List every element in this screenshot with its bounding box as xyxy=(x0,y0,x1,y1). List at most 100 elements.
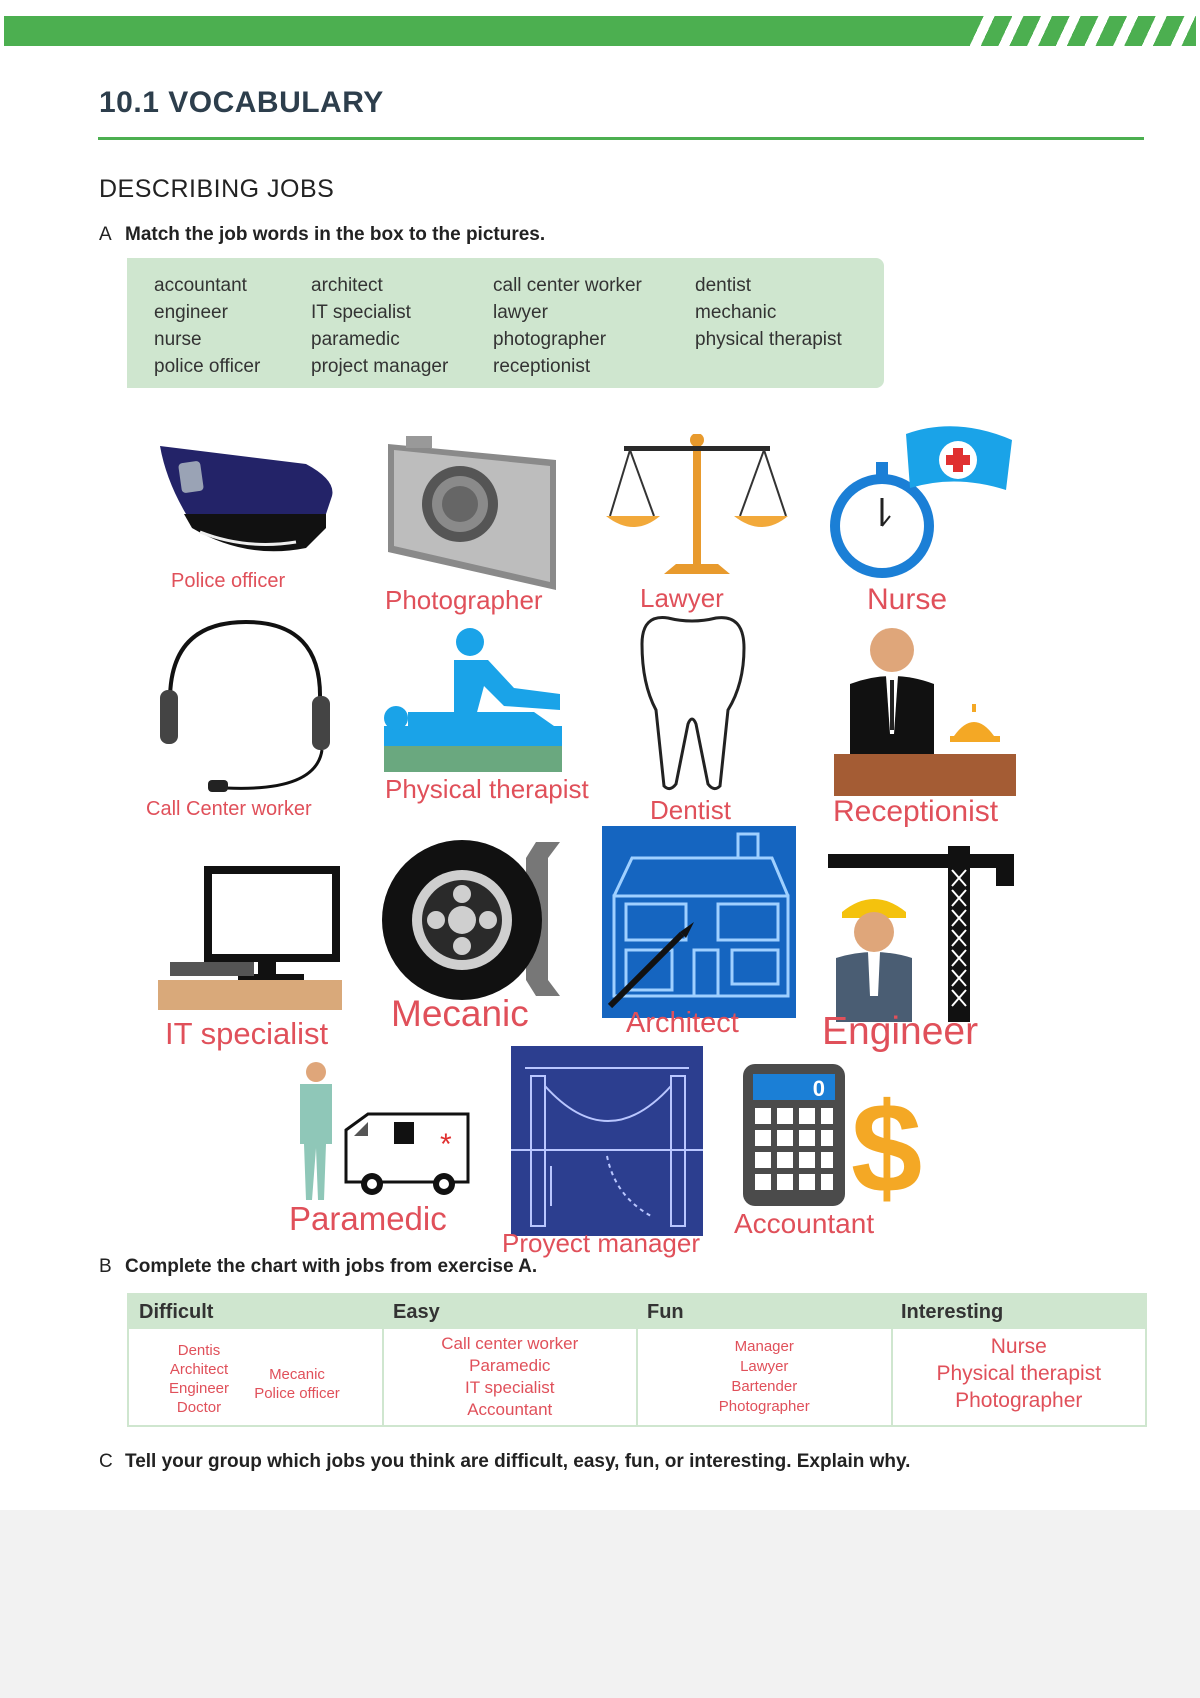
word-item: paramedic xyxy=(311,329,400,350)
word-item: mechanic xyxy=(695,302,777,323)
interesting-list: Nurse Physical therapist Photographer xyxy=(893,1329,1146,1414)
chart-header-fun: Fun xyxy=(647,1301,684,1323)
title-divider xyxy=(98,137,1144,140)
exercise-letter: C xyxy=(99,1451,113,1472)
word-item: engineer xyxy=(154,302,228,323)
police-cap-icon xyxy=(160,446,333,552)
engineer-crane-icon xyxy=(828,846,1014,1022)
answer-item: Doctor xyxy=(176,1399,222,1416)
word-item: physical therapist xyxy=(695,329,842,350)
word-item: accountant xyxy=(154,275,247,296)
difficult-list-left: Dentis Architect Engineer Doctor xyxy=(159,1341,239,1417)
word-item: call center worker xyxy=(493,275,642,296)
difficult-cell: Dentis Architect Engineer Doctor Mecanic… xyxy=(129,1329,384,1425)
answer-item: Engineer xyxy=(168,1380,230,1397)
answer-label: Engineer xyxy=(822,1010,979,1053)
answer-label: Architect xyxy=(626,1007,739,1039)
fun-list: Manager Lawyer Bartender Photographer xyxy=(638,1329,891,1417)
answer-label: Accountant xyxy=(734,1208,875,1239)
answer-item: Call center worker xyxy=(441,1334,579,1353)
exercise-b-instruction: B Complete the chart with jobs from exerc… xyxy=(99,1256,537,1278)
calculator-display: 0 xyxy=(813,1076,825,1101)
chart-header-easy: Easy xyxy=(393,1301,440,1323)
answer-label: Mecanic xyxy=(391,993,529,1034)
word-item: receptionist xyxy=(493,356,591,377)
answer-item: Photographer xyxy=(718,1398,810,1415)
answer-label: Lawyer xyxy=(640,583,724,613)
interesting-cell: Nurse Physical therapist Photographer xyxy=(893,1329,1146,1425)
answer-label: Physical therapist xyxy=(385,774,589,804)
answer-label: Police officer xyxy=(171,570,286,592)
answer-item: Mecanic xyxy=(269,1366,325,1383)
answer-label: Receptionist xyxy=(833,795,999,828)
camera-icon xyxy=(388,436,556,590)
header-bar xyxy=(4,16,1196,46)
word-item: architect xyxy=(311,275,383,296)
answer-item: Accountant xyxy=(467,1400,553,1419)
receptionist-icon xyxy=(834,628,1016,796)
answer-item: Lawyer xyxy=(740,1358,789,1375)
answer-item: Architect xyxy=(169,1361,229,1378)
tire-wrench-icon xyxy=(382,840,560,1000)
word-item: IT specialist xyxy=(311,302,411,323)
chart-header-row: Difficult Easy Fun Interesting xyxy=(129,1295,1145,1329)
word-item: lawyer xyxy=(493,302,548,323)
difficult-list-right: Mecanic Police officer xyxy=(241,1365,353,1403)
answer-label: Paramedic xyxy=(289,1200,447,1237)
answer-item: Manager xyxy=(734,1338,794,1355)
easy-list: Call center worker Paramedic IT speciali… xyxy=(384,1329,637,1421)
chart-header-difficult: Difficult xyxy=(139,1301,214,1323)
instruction-text: Complete the chart with jobs from exerci… xyxy=(125,1256,538,1277)
word-item: nurse xyxy=(154,329,202,350)
exercise-letter: B xyxy=(99,1256,112,1277)
answer-item: Photographer xyxy=(955,1389,1083,1412)
answer-label: Nurse xyxy=(867,583,948,616)
tooth-icon xyxy=(640,616,746,791)
chart-answer-row: Dentis Architect Engineer Doctor Mecanic… xyxy=(129,1329,1145,1425)
answer-label: Call Center worker xyxy=(146,798,312,820)
answer-label: Dentist xyxy=(650,795,731,825)
answer-label: Photographer xyxy=(385,585,543,615)
easy-cell: Call center worker Paramedic IT speciali… xyxy=(384,1329,638,1425)
scales-of-justice-icon xyxy=(606,434,788,574)
fun-cell: Manager Lawyer Bartender Photographer xyxy=(638,1329,893,1425)
svg-text:$: $ xyxy=(851,1077,922,1206)
bridge-blueprint-icon xyxy=(511,1046,703,1236)
svg-text:*: * xyxy=(440,1128,452,1161)
word-column: architect IT specialist paramedic projec… xyxy=(311,272,448,380)
word-item: photographer xyxy=(493,329,607,350)
chart-header-interesting: Interesting xyxy=(901,1301,1004,1323)
word-column: call center worker lawyer photographer r… xyxy=(493,272,642,380)
exercise-a-instruction: A Match the job words in the box to the p… xyxy=(99,224,545,246)
job-category-chart: Difficult Easy Fun Interesting Dentis Ar… xyxy=(127,1293,1147,1427)
answer-item: Nurse xyxy=(990,1335,1047,1358)
blueprint-house-icon xyxy=(602,826,796,1018)
page-title: 10.1 VOCABULARY xyxy=(99,86,384,119)
computer-icon xyxy=(158,866,342,1010)
physical-therapist-icon xyxy=(384,628,562,772)
paramedic-ambulance-icon: * xyxy=(300,1062,470,1200)
word-box: accountant engineer nurse police officer… xyxy=(127,258,884,388)
word-item: project manager xyxy=(311,356,449,377)
answer-item: Bartender xyxy=(731,1378,798,1395)
answer-item: Physical therapist xyxy=(936,1362,1102,1385)
word-column: dentist mechanic physical therapist xyxy=(695,272,842,353)
answer-item: Police officer xyxy=(254,1385,340,1402)
header-stripes xyxy=(966,16,1196,46)
answer-item: Dentis xyxy=(177,1342,221,1359)
instruction-text: Tell your group which jobs you think are… xyxy=(125,1451,911,1472)
worksheet-page: 10.1 VOCABULARY DESCRIBING JOBS A Match t… xyxy=(0,0,1200,1510)
answer-label: Proyect manager xyxy=(502,1228,700,1258)
answer-label: IT specialist xyxy=(165,1016,329,1051)
exercise-letter: A xyxy=(99,224,112,245)
nurse-stopwatch-icon xyxy=(830,426,1012,578)
answer-item: IT specialist xyxy=(465,1378,555,1397)
word-column: accountant engineer nurse police officer xyxy=(154,272,260,380)
exercise-c-instruction: C Tell your group which jobs you think ar… xyxy=(99,1451,910,1473)
calculator-dollar-icon: 0 $ xyxy=(743,1064,922,1206)
word-item: police officer xyxy=(154,356,261,377)
word-item: dentist xyxy=(695,275,751,296)
instruction-text: Match the job words in the box to the pi… xyxy=(125,224,546,245)
section-heading: DESCRIBING JOBS xyxy=(99,175,335,203)
answer-item: Paramedic xyxy=(469,1356,551,1375)
